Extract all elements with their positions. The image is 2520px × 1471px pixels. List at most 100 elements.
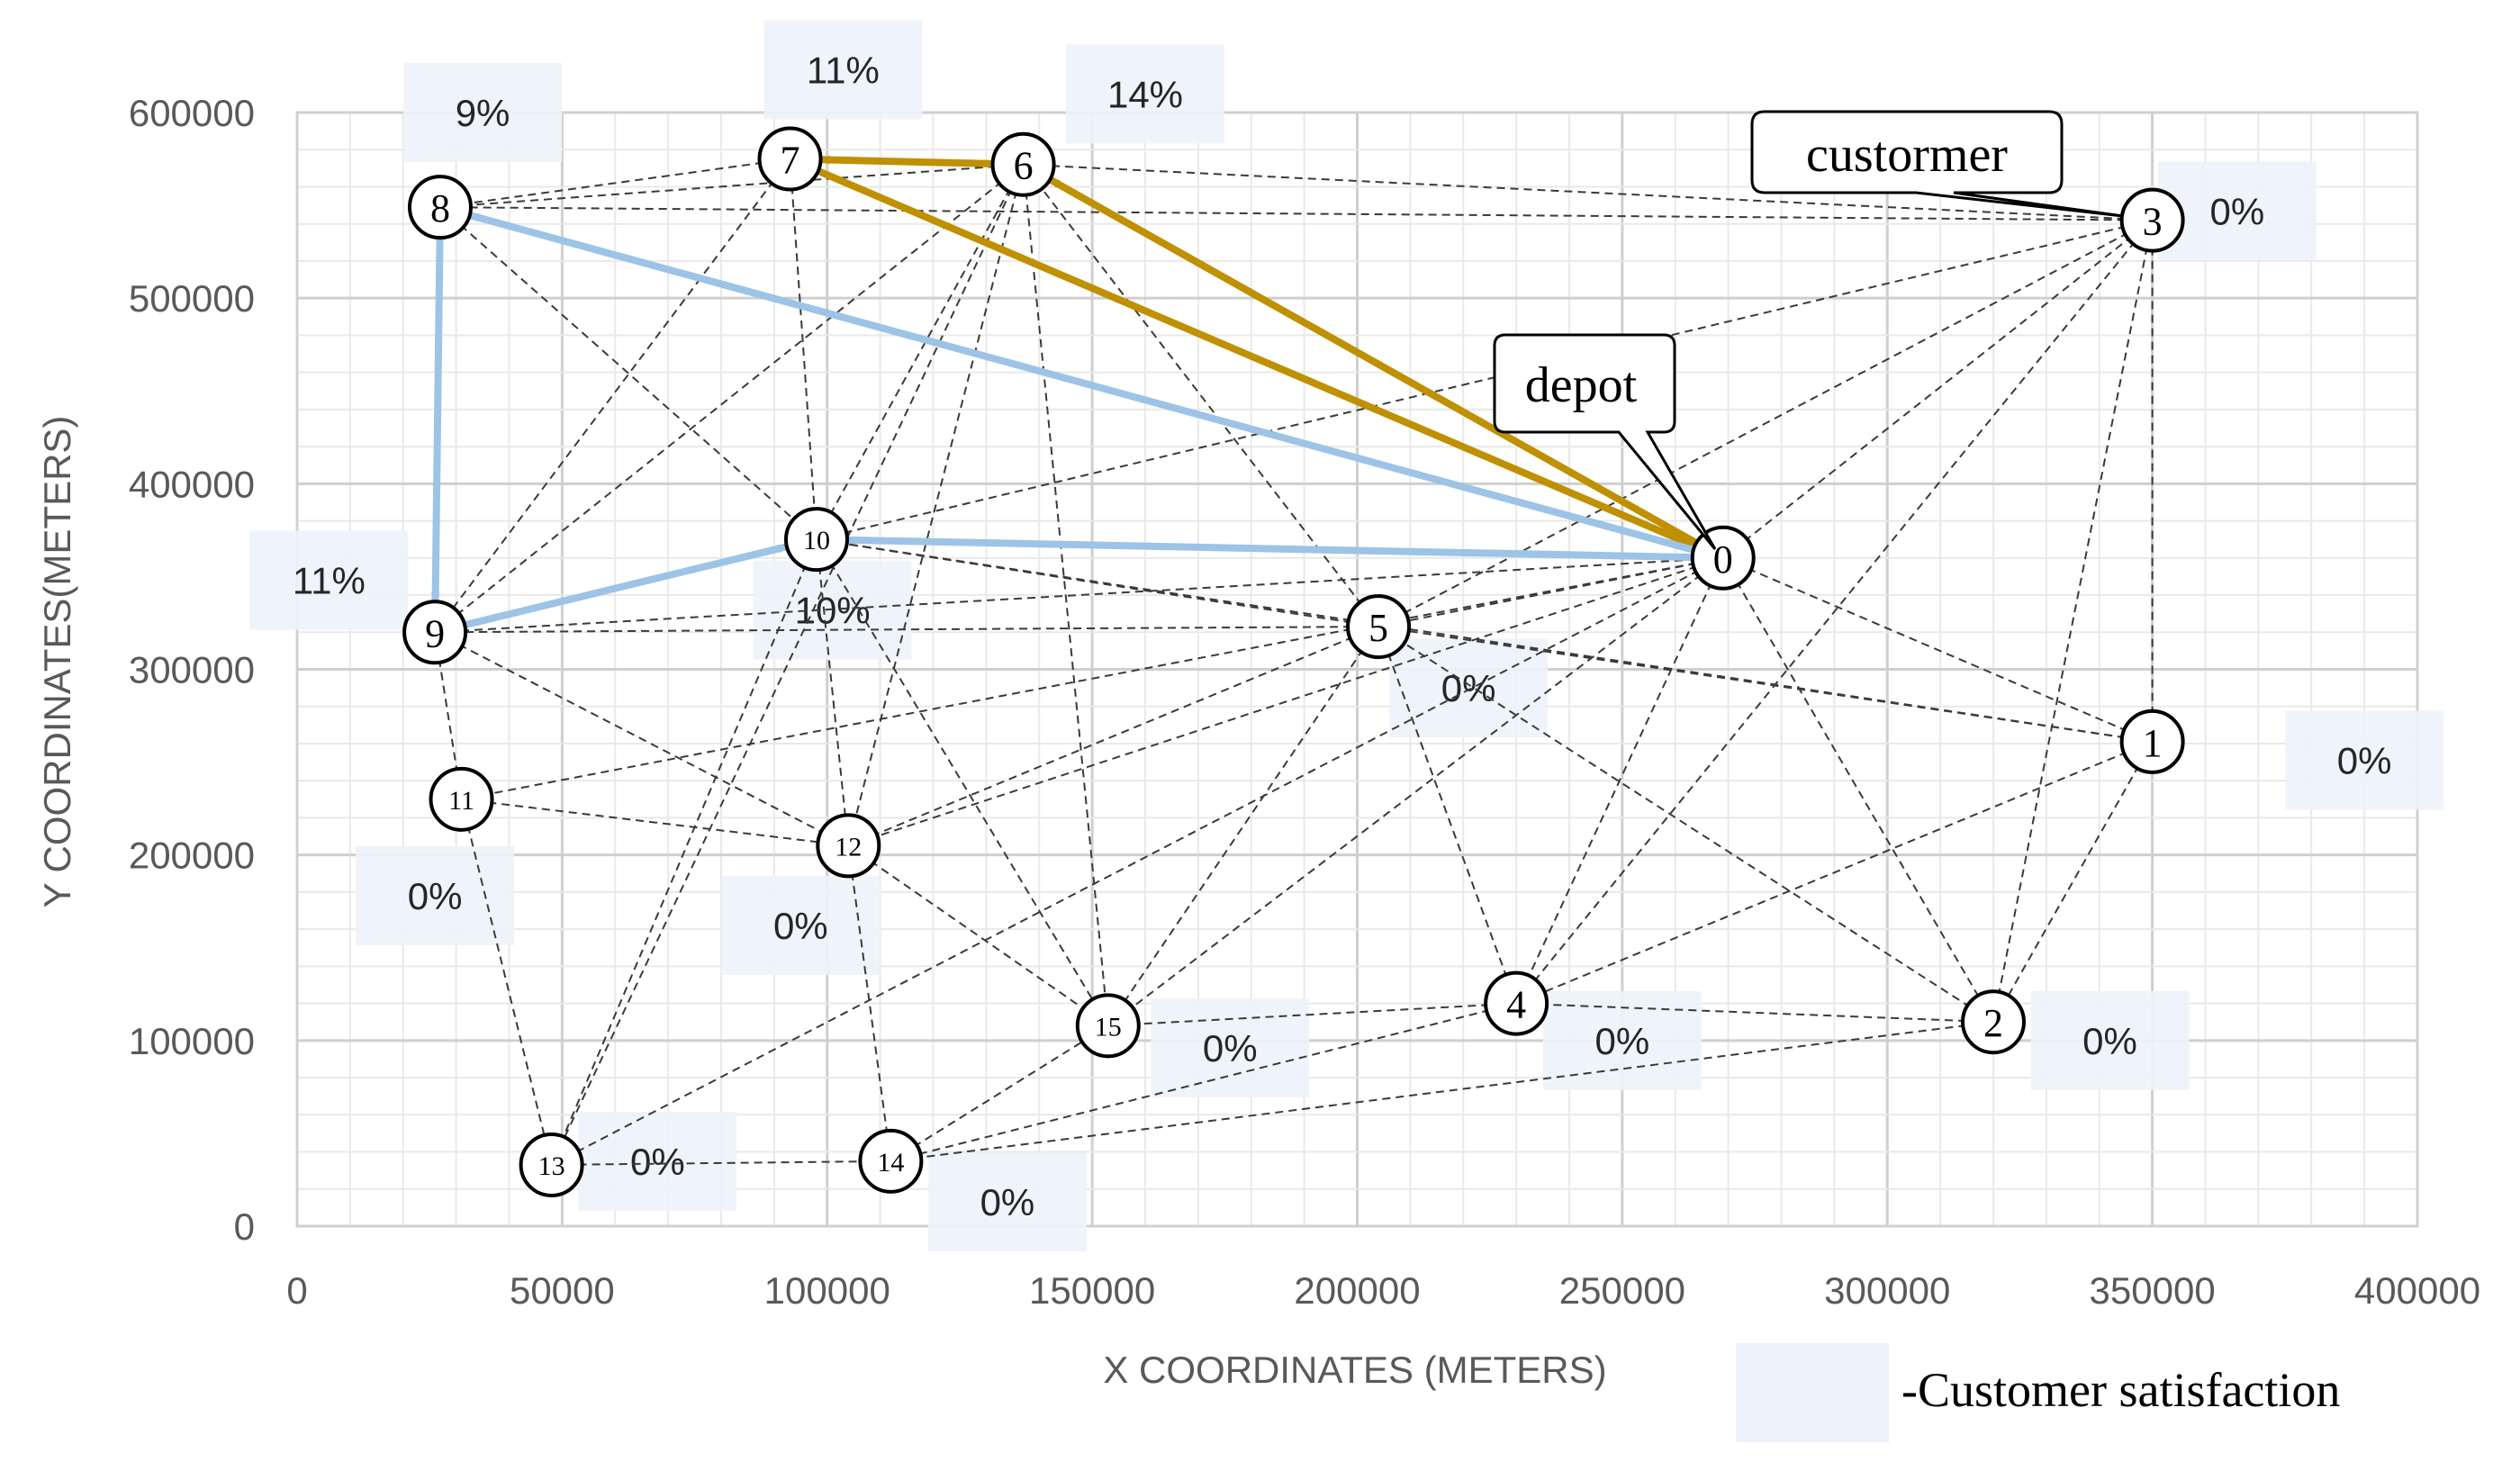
route-segment: [430, 234, 444, 604]
y-tick-label: 200000: [129, 835, 255, 877]
satisfaction-label: 0%: [980, 1181, 1035, 1223]
node-14-circle: [858, 1128, 924, 1194]
node-6-circle: [990, 131, 1056, 197]
node-8-circle: [407, 175, 473, 240]
satisfaction-label: 0%: [2082, 1020, 2137, 1062]
x-tick-label: 150000: [1029, 1269, 1155, 1312]
satisfaction-label: 0%: [1441, 667, 1496, 709]
edge-line: [551, 556, 1724, 1166]
edge-line: [461, 798, 849, 847]
node-5-circle: [1346, 594, 1412, 660]
edge-line: [1722, 219, 2154, 559]
edge-line: [847, 164, 1025, 846]
node-3-circle: [2119, 187, 2185, 253]
node-15-circle: [1075, 993, 1141, 1059]
satisfaction-swatch: [578, 1111, 737, 1211]
customer-callout-label: custormer: [1806, 127, 2008, 183]
node-12-circle: [816, 813, 881, 879]
edge-line: [1022, 164, 1109, 1026]
x-tick-label: 400000: [2354, 1269, 2480, 1312]
edge-line: [434, 631, 849, 847]
legend-swatch: [1736, 1343, 1889, 1442]
satisfaction-label: 11%: [293, 560, 366, 602]
edge-line: [1377, 556, 1723, 628]
satisfaction-label: 0%: [2337, 740, 2392, 782]
satisfaction-label: 11%: [807, 50, 880, 92]
depot-callout-box: [1493, 333, 1717, 550]
node-14-label: 14: [877, 1148, 904, 1178]
edge-line: [789, 158, 817, 540]
edge-line: [439, 206, 2153, 221]
edge-line: [1515, 557, 1724, 1005]
y-tick-label: 500000: [129, 277, 255, 320]
node-9-circle: [402, 600, 468, 665]
edge-line: [1722, 556, 2154, 743]
satisfaction-label: 0%: [630, 1141, 685, 1183]
edge-line: [847, 626, 1379, 847]
edge-line: [434, 163, 1025, 634]
x-tick-label: 50000: [510, 1269, 615, 1312]
satisfaction-label: 0%: [408, 875, 463, 917]
route-segment: [843, 536, 1694, 562]
node-9-label: 9: [425, 611, 445, 655]
x-tick-label: 300000: [1824, 1269, 1950, 1312]
edge-line: [1516, 1002, 1994, 1024]
satisfaction-swatch: [1151, 998, 1310, 1098]
edge-line: [439, 163, 1024, 209]
node-7-circle: [757, 126, 823, 192]
satisfaction-swatch: [403, 63, 563, 162]
edge-line: [1721, 557, 1994, 1023]
node-8-label: 8: [430, 186, 450, 230]
edge-line: [890, 1021, 1994, 1162]
edge-line: [1515, 219, 2154, 1005]
node-4-label: 4: [1506, 983, 1526, 1027]
customer-callout-box: [1750, 110, 2124, 218]
depot-callout: depot: [1493, 333, 1717, 550]
y-tick-label: 600000: [129, 92, 255, 134]
route-segment: [467, 212, 1697, 554]
plot-border: [295, 111, 2419, 1228]
satisfaction-swatch: [356, 846, 515, 946]
edge-line: [434, 158, 791, 633]
y-tick-label: 100000: [129, 1020, 255, 1062]
edge-line: [461, 556, 1723, 800]
satisfaction-swatch: [1389, 638, 1549, 738]
node-0-label: 0: [1713, 537, 1733, 582]
edge-line: [460, 799, 553, 1166]
route-segment: [461, 543, 789, 629]
edge-line: [439, 158, 790, 209]
node-1-circle: [2119, 708, 2185, 774]
satisfaction-label: 10%: [795, 590, 871, 632]
node-10-label: 10: [803, 526, 830, 555]
edge-line: [1107, 557, 1724, 1027]
node-2-circle: [1961, 989, 2026, 1055]
node-7-label: 7: [781, 139, 800, 183]
satisfaction-swatch: [721, 876, 881, 976]
edge-line: [1992, 220, 2154, 1023]
node-10-circle: [783, 507, 849, 573]
route-segment: [814, 167, 1697, 549]
node-0-circle: [1690, 525, 1756, 591]
x-tick-label: 250000: [1559, 1269, 1685, 1312]
edge-line: [1992, 741, 2154, 1023]
node-1-label: 1: [2143, 721, 2163, 765]
customer-callout: custormer: [1750, 110, 2124, 218]
y-axis-title: Y COORDINATES(METERS): [36, 416, 78, 908]
edge-line: [1377, 219, 2154, 627]
satisfaction-swatch: [249, 530, 409, 630]
node-12-label: 12: [835, 832, 862, 862]
node-15-label: 15: [1095, 1012, 1122, 1042]
edge-line: [435, 626, 1379, 634]
legend: -Customer satisfaction: [1736, 1343, 2340, 1442]
route-segment: [1047, 176, 1701, 547]
y-tick-label: 400000: [129, 463, 255, 505]
satisfaction-swatch: [1066, 44, 1224, 144]
node-13-label: 13: [538, 1151, 565, 1181]
satisfaction-swatch: [763, 20, 923, 120]
y-tick-label: 300000: [129, 649, 255, 691]
node-11-label: 11: [448, 786, 474, 816]
node-6-label: 6: [1014, 144, 1034, 188]
edge-line: [816, 164, 1025, 540]
